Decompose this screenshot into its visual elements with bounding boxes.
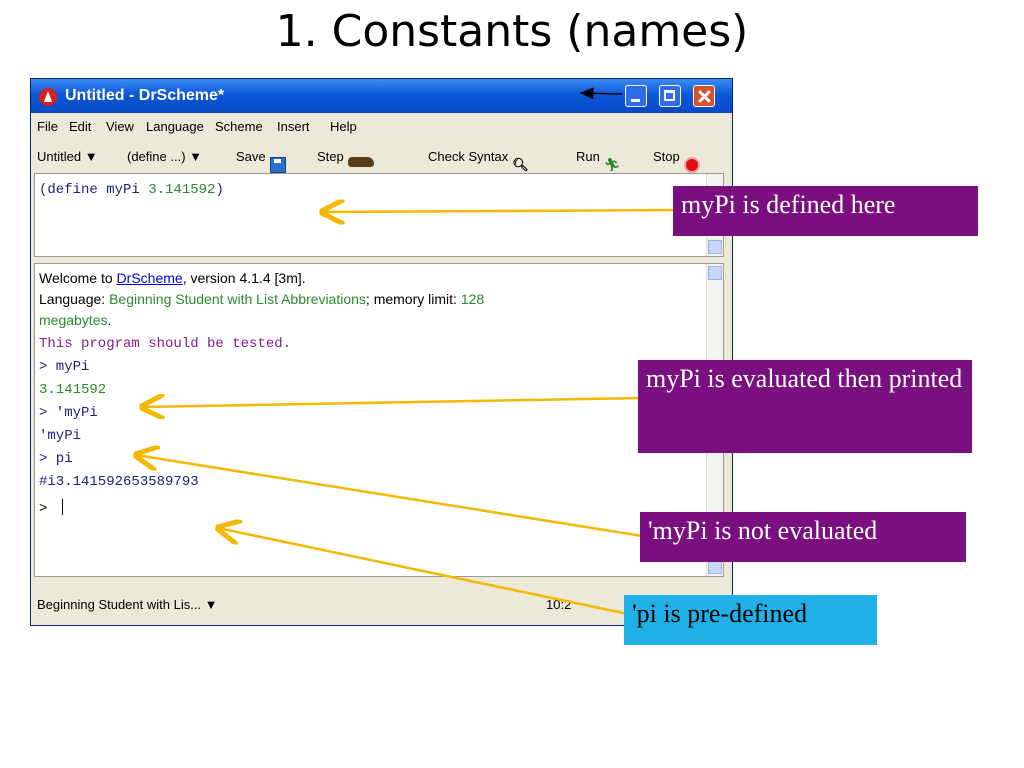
scroll-up-icon[interactable] <box>708 266 722 280</box>
step-button[interactable]: Step <box>317 149 374 167</box>
runner-icon: 🏃︎ <box>603 157 621 172</box>
check-syntax-button[interactable]: Check Syntax🔍︎ <box>428 149 529 172</box>
menu-language[interactable]: Language <box>146 119 204 134</box>
memory-label: ; memory limit: <box>365 291 461 307</box>
define-value: 3.141592 <box>148 182 216 198</box>
interactions-pane[interactable]: Welcome to DrScheme, version 4.1.4 [3m].… <box>34 263 724 577</box>
drscheme-window: Untitled - DrScheme* File Edit View Lang… <box>30 78 733 626</box>
language-value: Beginning Student with List Abbreviation… <box>109 291 366 307</box>
language-line: Language: Beginning Student with List Ab… <box>39 291 484 307</box>
menu-insert[interactable]: Insert <box>277 119 310 134</box>
cursor-position: 10:2 <box>546 597 572 612</box>
prompt-marker: > <box>39 501 56 517</box>
maximize-icon[interactable] <box>659 85 681 107</box>
check-syntax-label: Check Syntax <box>428 149 509 164</box>
welcome-prefix: Welcome to <box>39 270 117 286</box>
welcome-suffix: , version 4.1.4 [3m]. <box>182 270 306 286</box>
stop-icon <box>683 157 700 173</box>
floppy-disk-icon <box>269 157 286 173</box>
step-label: Step <box>317 149 344 164</box>
save-button[interactable]: Save <box>236 149 286 173</box>
memory-value: 128 <box>460 291 485 307</box>
define-dropdown[interactable]: (define ...) ▼ <box>127 149 203 164</box>
language-selector[interactable]: Beginning Student with Lis... ▼ <box>37 597 218 612</box>
run-label: Run <box>576 149 600 164</box>
save-label: Save <box>236 149 266 164</box>
prompt-pi: > pi <box>39 451 73 467</box>
result-pi: #i3.141592653589793 <box>39 474 199 490</box>
file-dropdown[interactable]: Untitled ▼ <box>37 149 98 164</box>
slide-title: 1. Constants (names) <box>275 6 749 57</box>
foot-icon <box>347 157 374 167</box>
define-keyword: (define myPi <box>39 182 149 198</box>
definitions-pane[interactable]: (define myPi 3.141592) <box>34 173 724 257</box>
magnifier-icon: 🔍︎ <box>512 157 529 172</box>
scroll-down-icon[interactable] <box>708 240 722 254</box>
menu-help[interactable]: Help <box>330 119 357 134</box>
menu-edit[interactable]: Edit <box>69 119 92 134</box>
toolbar: Untitled ▼ (define ...) ▼ Save Step Chec… <box>31 141 732 173</box>
result-mypi: 3.141592 <box>39 382 107 398</box>
minimize-icon[interactable] <box>625 85 647 107</box>
run-button[interactable]: Run🏃︎ <box>576 149 620 172</box>
close-icon[interactable] <box>693 85 715 107</box>
memory-line: megabytes. <box>39 312 111 328</box>
text-cursor <box>61 499 63 515</box>
welcome-line: Welcome to DrScheme, version 4.1.4 [3m]. <box>39 270 306 286</box>
title-bar[interactable]: Untitled - DrScheme* <box>31 79 732 113</box>
input-prompt[interactable]: > <box>39 499 63 517</box>
menu-file[interactable]: File <box>37 119 58 134</box>
menu-view[interactable]: View <box>106 119 134 134</box>
prompt-mypi: > myPi <box>39 359 90 375</box>
prompt-quote-mypi: > 'myPi <box>39 405 98 421</box>
window-title: Untitled - DrScheme* <box>65 87 225 104</box>
drscheme-logo-icon <box>39 88 57 106</box>
stop-label: Stop <box>653 149 680 164</box>
definition-code: (define myPi 3.141592) <box>39 182 224 198</box>
memory-end: . <box>107 312 112 328</box>
scroll-down-icon[interactable] <box>708 560 722 574</box>
memory-unit: megabytes <box>39 312 108 328</box>
define-close: ) <box>215 182 224 198</box>
result-quote-mypi: 'myPi <box>39 428 82 444</box>
language-label: Language: <box>39 291 110 307</box>
callout-defined: myPi is defined here <box>673 186 978 236</box>
drscheme-link[interactable]: DrScheme <box>116 270 183 286</box>
menu-scheme[interactable]: Scheme <box>215 119 263 134</box>
test-note: This program should be tested. <box>39 336 292 352</box>
callout-not-evaluated: 'myPi is not evaluated <box>640 512 966 562</box>
callout-predefined: 'pi is pre-defined <box>624 595 877 645</box>
callout-evaluated: myPi is evaluated then printed <box>638 360 972 453</box>
stop-button[interactable]: Stop <box>653 149 700 173</box>
